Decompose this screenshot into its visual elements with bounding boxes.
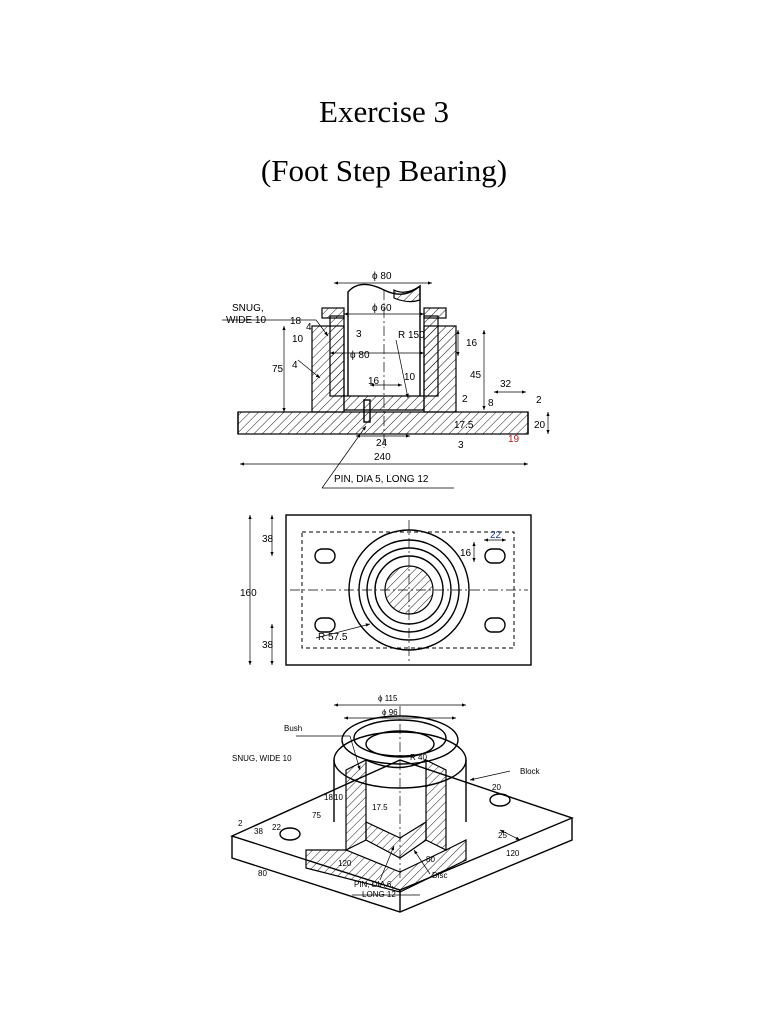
- bush-flange-left: [321, 307, 345, 319]
- dim-3: 3: [356, 329, 362, 340]
- slot-bottom-right: [484, 617, 506, 633]
- iso-dim-dia-96: ϕ 96: [382, 708, 398, 717]
- dim-r-57-5: R 57.5: [318, 632, 348, 643]
- iso-dim-r-40: R 40: [410, 753, 427, 762]
- label-wide-10: WIDE 10: [226, 315, 266, 326]
- pin-outline: [363, 399, 371, 423]
- exercise-title: Exercise 3: [319, 94, 449, 129]
- dim-16-disc: 16: [368, 376, 380, 387]
- exercise-subtitle: (Foot Step Bearing): [260, 153, 508, 188]
- iso-dim-120-a: 120: [338, 859, 352, 868]
- dim-dia-80-mid: ϕ 80: [350, 350, 370, 361]
- iso-dim-38: 38: [254, 827, 263, 836]
- iso-slot-left: [279, 827, 301, 841]
- dim-dia-60: ϕ 60: [372, 303, 392, 314]
- slot-bottom-left: [314, 617, 336, 633]
- dim-2-left: 2: [462, 394, 468, 405]
- dim-16-slot: 16: [460, 548, 472, 559]
- dim-dia-80-top: ϕ 80: [372, 271, 392, 282]
- iso-dim-20: 20: [492, 783, 501, 792]
- base-plate-outline: [285, 514, 532, 666]
- dim-8: 8: [488, 398, 494, 409]
- iso-dim-75: 75: [312, 811, 321, 820]
- slot-top-left: [314, 548, 336, 564]
- iso-dim-17-5: 17.5: [372, 803, 388, 812]
- dim-22: 22: [490, 530, 502, 541]
- dim-17-5: 17.5: [454, 420, 474, 431]
- bush-wall-right: [423, 315, 439, 397]
- dim-19: 19: [508, 434, 520, 445]
- dim-18: 18: [290, 316, 302, 327]
- top-view: 38 160 38 22 16 R 57.5: [240, 514, 532, 666]
- dim-4-mid: 4: [292, 360, 298, 371]
- dim-75: 75: [272, 364, 284, 375]
- iso-label-disc: Disc: [432, 871, 448, 880]
- label-pin: PIN, DIA 5, LONG 12: [334, 474, 429, 485]
- slot-top-right: [484, 548, 506, 564]
- base-plate-section: [237, 411, 529, 435]
- dim-10-disc: 10: [404, 372, 416, 383]
- dim-4-top: 4: [306, 322, 312, 333]
- iso-label-pin-1: PIN, DIA 6,: [354, 880, 394, 889]
- iso-dim-80-a: 80: [258, 869, 267, 878]
- iso-label-block: Block: [520, 767, 541, 776]
- dim-2-right: 2: [536, 395, 542, 406]
- iso-dim-25: 25: [498, 831, 507, 840]
- iso-label-snug: SNUG, WIDE 10: [232, 754, 292, 763]
- dim-16-right: 16: [466, 338, 478, 349]
- iso-label-pin-2: LONG 12: [362, 890, 396, 899]
- dim-160: 160: [240, 588, 257, 599]
- dim-240: 240: [374, 452, 391, 463]
- dim-24: 24: [376, 438, 388, 449]
- dim-38-top: 38: [262, 534, 274, 545]
- dim-r-150: R 150: [398, 330, 425, 341]
- iso-dim-120-b: 120: [506, 849, 520, 858]
- dim-3-base: 3: [458, 440, 464, 451]
- dim-45: 45: [470, 370, 482, 381]
- dim-32: 32: [500, 379, 512, 390]
- dim-20: 20: [534, 420, 546, 431]
- isometric-view: ϕ 115 ϕ 96 Bush SNUG, WIDE 10 Block R 40…: [230, 694, 574, 913]
- dim-38-bottom: 38: [262, 640, 274, 651]
- front-view: ϕ 80 ϕ 60 SNUG, WIDE 10 18 10 4 3 R 150 …: [222, 271, 550, 489]
- iso-dim-80-b: 80: [426, 855, 435, 864]
- label-snug: SNUG,: [232, 303, 264, 314]
- iso-dim-10: 10: [334, 793, 343, 802]
- iso-dim-dia-115: ϕ 115: [378, 694, 398, 703]
- shaft-break-hatch: [393, 284, 421, 303]
- dim-10: 10: [292, 334, 304, 345]
- bush-wall-left: [329, 315, 345, 397]
- iso-label-bush: Bush: [284, 724, 302, 733]
- iso-dim-18: 18: [324, 793, 333, 802]
- iso-dim-22: 22: [272, 823, 281, 832]
- bush-flange-right: [423, 307, 447, 319]
- iso-slot-right: [489, 793, 511, 807]
- iso-dim-2: 2: [238, 819, 243, 828]
